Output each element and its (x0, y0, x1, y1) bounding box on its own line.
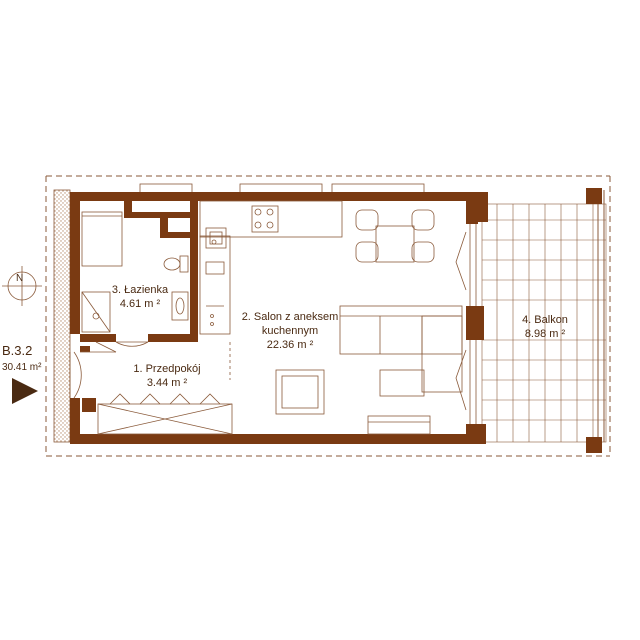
compass-icon (2, 266, 42, 306)
room-area: 22.36 m ² (266, 339, 314, 351)
room-name: 2. Salon z aneksem (241, 311, 339, 323)
room-area: 8.98 m ² (524, 328, 566, 340)
room-label-przedpokoj: 1. Przedpokój 3.44 m ² (122, 362, 212, 390)
room-name: 3. Łazienka (111, 284, 169, 296)
balcony-column-bottom (586, 437, 602, 453)
balcony-column-top (586, 188, 602, 204)
compass-north-label: N (16, 273, 24, 284)
kitchen-counter (199, 200, 343, 380)
entry-door (69, 341, 117, 399)
exterior-wall-hatch (53, 189, 71, 443)
balcony-doors (455, 224, 477, 424)
room-area: 4.61 m ² (119, 298, 161, 310)
unit-code: B.3.2 (2, 343, 33, 358)
sofa (339, 305, 463, 393)
room-area: 3.44 m ² (146, 377, 188, 389)
room-name: 1. Przedpokój (133, 363, 201, 375)
room-label-balkon: 4. Balkon 8.98 m ² (505, 313, 585, 341)
plot-outline (45, 175, 611, 457)
room-label-salon: 2. Salon z aneksem kuchennym 22.36 m ² (225, 310, 355, 352)
balcony-grid (481, 203, 607, 443)
dining-set (355, 209, 435, 263)
wardrobe (97, 393, 233, 435)
living-furniture (275, 369, 431, 435)
entrance-arrow-icon (12, 378, 38, 404)
bathroom-door (115, 341, 149, 347)
unit-total-area: 30.41 m² (2, 362, 42, 373)
bathroom-fixtures (81, 211, 189, 333)
walls (70, 192, 488, 444)
room-name: 4. Balkon (522, 314, 568, 326)
balcony-railing (597, 190, 605, 442)
room-label-lazienka: 3. Łazienka 4.61 m ² (100, 283, 180, 311)
room-name-line2: kuchennym (261, 325, 319, 337)
